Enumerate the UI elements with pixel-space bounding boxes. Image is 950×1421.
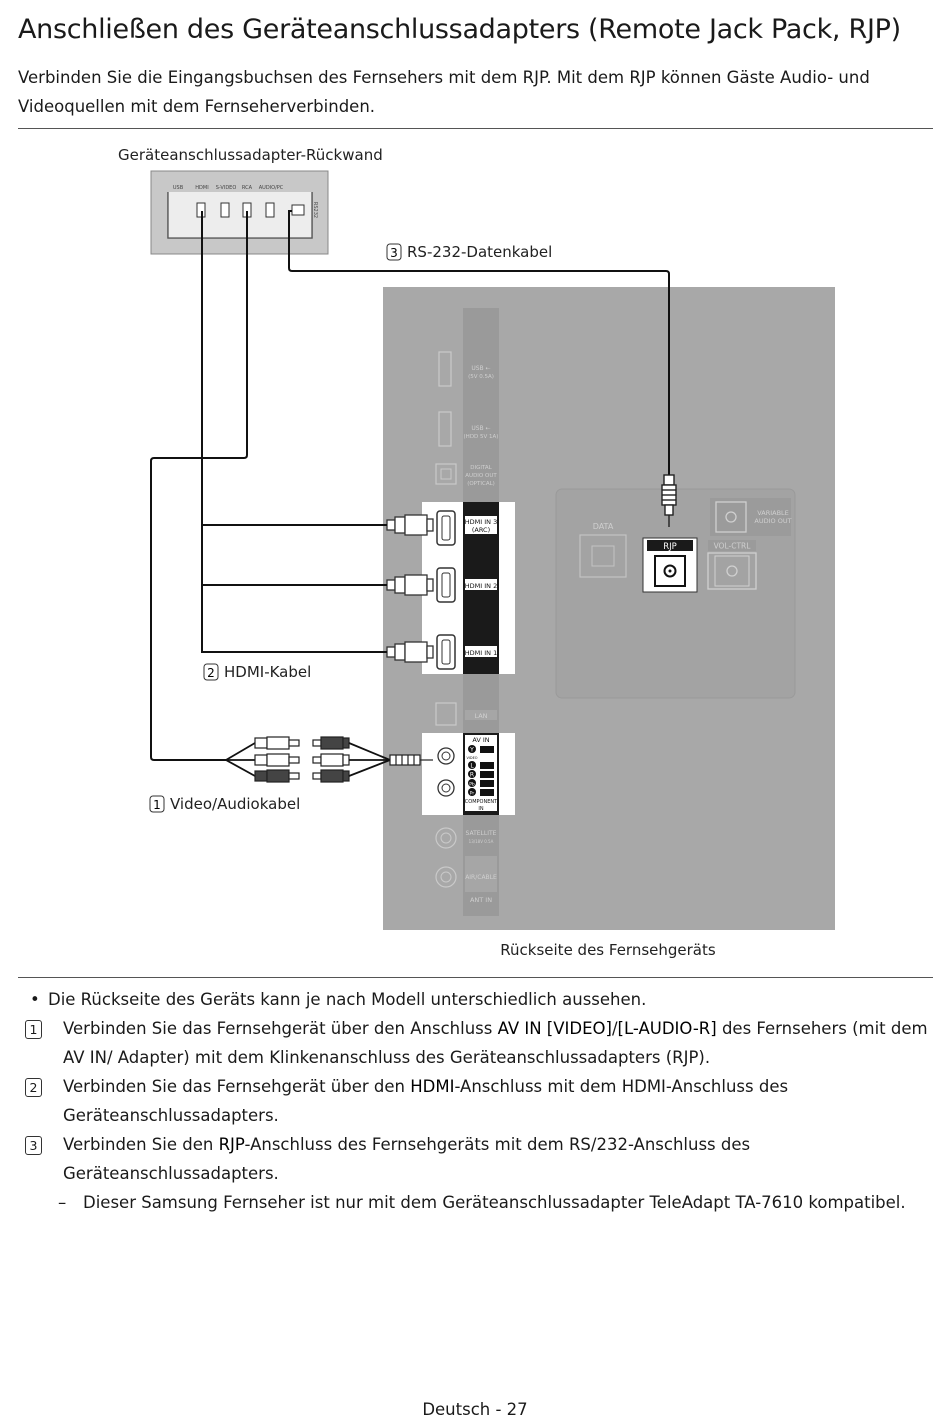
av-jack-1 [437, 747, 455, 765]
rca-plugs-right [312, 736, 350, 783]
av-cable [150, 211, 248, 761]
notes: • Die Rückseite des Geräts kann je nach … [18, 985, 933, 1217]
sub-note: – Dieser Samsung Fernseher ist nur mit d… [18, 1188, 933, 1217]
svg-text:Y: Y [469, 747, 474, 754]
adapter-port-rca: RCA [242, 185, 253, 191]
connection-diagram: Geräteanschlussadapter-Rückwand USB HDMI… [118, 146, 835, 959]
hdmi-in-2-port: HDMI IN 2 [436, 567, 497, 603]
rca-plugs-left [254, 736, 300, 783]
svg-text:DIGITAL: DIGITAL [470, 465, 492, 471]
top-divider [18, 128, 933, 129]
usb-port-2: USB ⇠ (HDD 5V 1A) [438, 411, 499, 447]
hdmi-plug-2 [386, 574, 434, 596]
av-in-letters: Y VIDEO L R Pb Pr [466, 745, 494, 797]
step-3: 3 Verbinden Sie den RJP-Anschluss des Fe… [18, 1130, 933, 1188]
svg-text:AUDIO OUT: AUDIO OUT [754, 517, 791, 525]
vol-ctrl-port: VOL-CTRL [707, 540, 757, 590]
svg-text:VIDEO: VIDEO [466, 756, 477, 760]
satellite-port: SATELLITE 13/18V 0.5A [435, 827, 497, 849]
av-splitter-right [348, 742, 391, 777]
svg-text:(ARC): (ARC) [472, 526, 490, 534]
component-label: COMPONENT [465, 799, 498, 805]
optical-port: DIGITAL AUDIO OUT (OPTICAL) [435, 463, 497, 487]
hdmi-in-1-port: HDMI IN 1 [436, 634, 497, 670]
svg-text:RJP: RJP [663, 542, 677, 552]
tv-caption: Rückseite des Fernsehgeräts [500, 941, 716, 959]
bullet-note: • Die Rückseite des Geräts kann je nach … [18, 985, 933, 1014]
step-1-num: 1 [25, 1020, 42, 1039]
hdmi-in-3-port: HDMI IN 3 (ARC) [436, 510, 497, 546]
svg-text:Pr: Pr [470, 791, 475, 797]
av-in-label: AV IN [472, 736, 489, 744]
svg-text:(HDD 5V 1A): (HDD 5V 1A) [464, 434, 499, 440]
svg-text:VARIABLE: VARIABLE [757, 509, 789, 517]
svg-text:(5V 0.5A): (5V 0.5A) [468, 374, 494, 380]
svg-text:LAN: LAN [474, 712, 487, 720]
adapter-port-usb: USB [173, 185, 184, 191]
rs232-cable [288, 210, 670, 475]
callout-2-num: 2 [207, 666, 215, 680]
callout-2-label: HDMI-Kabel [224, 663, 311, 681]
rjp-port: RJP [642, 537, 698, 593]
sub-note-dash: – [58, 1193, 67, 1212]
rs232-plug [661, 474, 677, 527]
svg-text:HDMI IN 3: HDMI IN 3 [465, 518, 497, 526]
adapter-port-svideo: S-VIDEO [216, 185, 237, 191]
svg-text:AIR/CABLE: AIR/CABLE [465, 874, 497, 881]
svg-text:VOL-CTRL: VOL-CTRL [714, 542, 752, 551]
step-1: 1 Verbinden Sie das Fernsehgerät über de… [18, 1014, 933, 1072]
step-2: 2 Verbinden Sie das Fernsehgerät über de… [18, 1072, 933, 1130]
svg-text:L: L [470, 763, 474, 770]
av-jack-plug [389, 754, 433, 766]
step-3-num: 3 [25, 1136, 42, 1155]
step-2-num: 2 [25, 1078, 42, 1097]
av-jack-2 [437, 779, 455, 797]
hdmi-plug-1 [386, 641, 434, 663]
variable-audio-out-port: VARIABLE AUDIO OUT [710, 498, 792, 536]
callout-3-label: RS-232-Datenkabel [407, 243, 552, 261]
callout-3-num: 3 [390, 246, 398, 260]
lan-port: LAN [435, 702, 497, 726]
svg-text:USB ⇠: USB ⇠ [471, 365, 490, 372]
bottom-divider [18, 977, 933, 978]
svg-text:DATA: DATA [593, 522, 614, 531]
bullet-note-text: Die Rückseite des Geräts kann je nach Mo… [48, 990, 647, 1009]
av-splitter-left [225, 742, 256, 777]
svg-text:SATELLITE: SATELLITE [466, 830, 497, 837]
svg-text:ANT IN: ANT IN [470, 896, 492, 904]
adapter-port-hdmi: HDMI [195, 185, 208, 191]
usb-port-1: USB ⇠ (5V 0.5A) [438, 351, 494, 387]
hdmi-plug-3 [386, 514, 434, 536]
svg-text:HDMI IN 2: HDMI IN 2 [465, 582, 497, 590]
adapter-panel: USB HDMI S-VIDEO RCA AUDIO/PC RS232 [150, 170, 329, 255]
air-cable-port: AIR/CABLE ANT IN [435, 856, 497, 904]
svg-text:IN: IN [478, 806, 483, 812]
svg-text:AUDIO OUT: AUDIO OUT [465, 473, 497, 479]
hdmi-cable [201, 211, 387, 653]
svg-text:USB ⇠: USB ⇠ [471, 425, 490, 432]
svg-text:13/18V 0.5A: 13/18V 0.5A [469, 839, 494, 844]
callout-1-num: 1 [153, 798, 161, 812]
svg-text:R: R [470, 772, 474, 779]
svg-text:HDMI IN 1: HDMI IN 1 [465, 649, 497, 657]
adapter-port-rs232: RS232 [312, 202, 318, 218]
adapter-label: Geräteanschlussadapter-Rückwand [118, 146, 383, 164]
page-title: Anschließen des Geräteanschlussadapters … [18, 14, 901, 45]
page-footer: Deutsch - 27 [422, 1400, 528, 1419]
data-port: DATA [579, 522, 627, 578]
adapter-port-audiopc: AUDIO/PC [259, 185, 284, 191]
intro-text: Verbinden Sie die Eingangsbuchsen des Fe… [18, 68, 870, 116]
svg-text:Pb: Pb [469, 782, 475, 788]
callout-1-label: Video/Audiokabel [170, 795, 300, 813]
svg-text:(OPTICAL): (OPTICAL) [467, 481, 495, 487]
sub-note-text: Dieser Samsung Fernseher ist nur mit dem… [83, 1193, 906, 1212]
